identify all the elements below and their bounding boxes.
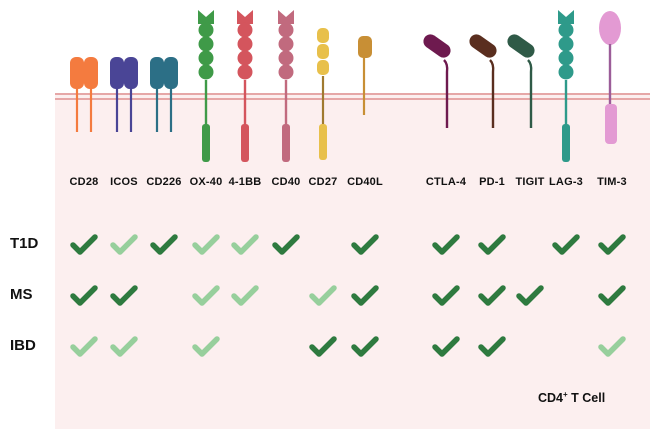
cell-interior	[55, 94, 650, 429]
receptor-cd40-icon	[278, 10, 294, 162]
receptor-cd226-icon	[150, 57, 178, 132]
cell-membrane-outer	[55, 93, 650, 95]
disease-label-t1d: T1D	[10, 235, 39, 252]
disease-label-ibd: IBD	[10, 337, 36, 354]
receptor-pd1-icon	[469, 34, 497, 128]
receptor-cd27-icon	[317, 28, 329, 160]
receptor-cd28-icon	[70, 57, 98, 132]
receptor-label-tim3: TIM-3	[597, 176, 627, 188]
receptor-label-cd40l: CD40L	[347, 176, 383, 188]
disease-label-ms: MS	[10, 286, 33, 303]
cell-caption-prefix: CD4	[538, 391, 564, 406]
receptor-4-1bb-icon	[237, 10, 253, 162]
cell-caption: CD4+ T Cell	[538, 390, 605, 405]
cell-membrane-inner	[55, 98, 650, 100]
receptor-label-cd27: CD27	[308, 176, 338, 188]
receptor-label-lag3: LAG-3	[549, 176, 583, 188]
receptor-icos-icon	[110, 57, 138, 132]
cell-caption-suffix: T Cell	[567, 391, 606, 406]
receptor-lag3-icon	[558, 10, 574, 162]
receptor-label-pd1: PD-1	[479, 176, 505, 188]
receptor-label-tigit: TIGIT	[515, 176, 545, 188]
cell-caption-sup: +	[563, 390, 568, 399]
receptor-ox40-icon	[198, 10, 214, 162]
receptor-label-cd226: CD226	[146, 176, 182, 188]
receptor-label-4-1bb: 4-1BB	[228, 176, 262, 188]
receptor-label-cd40: CD40	[271, 176, 301, 188]
receptor-label-icos: ICOS	[110, 176, 138, 188]
receptor-illustrations	[70, 10, 621, 162]
receptor-tim3-icon	[599, 11, 621, 144]
receptor-ctla4-icon	[423, 34, 451, 128]
receptor-label-cd28: CD28	[69, 176, 99, 188]
receptor-label-ox40: OX-40	[189, 176, 223, 188]
receptor-cd40l-icon	[358, 36, 372, 115]
receptor-label-ctla4: CTLA-4	[425, 176, 467, 188]
receptor-tigit-icon	[507, 34, 535, 128]
